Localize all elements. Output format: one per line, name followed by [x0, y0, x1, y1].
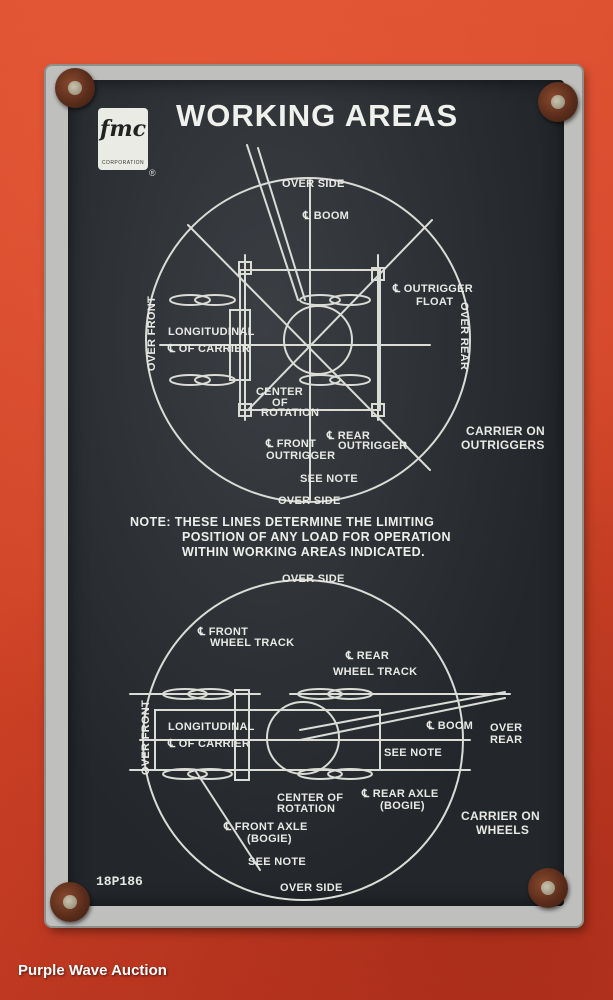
front-wheel-track-label-2: WHEEL TRACK: [210, 637, 295, 649]
top-see-note-label: SEE NOTE: [300, 473, 359, 485]
front-wheel-track-label-1: ℄ FRONT: [198, 626, 249, 638]
bottom-center-label-1: CENTER OF: [277, 792, 344, 804]
top-longitudinal-label: LONGITUDINAL: [168, 326, 255, 338]
bottom-boom-label: ℄ BOOM: [427, 720, 474, 732]
top-front-outrigger-label-2: OUTRIGGER: [266, 450, 336, 462]
top-boom-line-2: [257, 147, 306, 301]
bolt-bottom-left-icon: [50, 882, 90, 922]
top-tire-1: [169, 294, 211, 306]
plate-title: WORKING AREAS: [176, 98, 459, 133]
bottom-carrier-centerline-label: ℄ OF CARRIER: [168, 738, 251, 750]
top-tire-4: [194, 374, 236, 386]
bottom-see-note-label: SEE NOTE: [248, 856, 307, 868]
note-line-1: NOTE: THESE LINES DETERMINE THE LIMITING: [130, 515, 435, 529]
top-float-4: [371, 403, 385, 417]
top-cab: [229, 309, 251, 381]
top-float-3: [238, 403, 252, 417]
top-over-front-label: OVER FRONT: [146, 296, 158, 372]
top-center-label-2: OF: [272, 397, 288, 409]
note-text: NOTE: THESE LINES DETERMINE THE LIMITING…: [130, 515, 510, 560]
top-center-label-1: CENTER: [256, 386, 304, 398]
bottom-over-rear-label-1: OVER: [490, 722, 523, 734]
fmc-logo-text: fmc: [99, 116, 147, 142]
top-carrier-frame: [239, 269, 381, 411]
top-over-side-label: OVER SIDE: [282, 178, 345, 190]
top-working-circle: [145, 177, 471, 503]
top-float-2: [371, 267, 385, 281]
fmc-logo-subtitle: CORPORATION: [101, 160, 145, 166]
bottom-over-side-label: OVER SIDE: [282, 573, 345, 585]
top-tire-7: [299, 374, 341, 386]
bottom-tire-7: [297, 768, 343, 780]
top-front-outrigger-label-1: ℄ FRONT: [266, 438, 317, 450]
front-axle-label-1: ℄ FRONT AXLE: [224, 821, 308, 833]
bottom-boom-line-2: [299, 697, 506, 741]
bolt-top-left-icon: [55, 68, 95, 108]
carrier-wheels-label-2: WHEELS: [476, 823, 530, 837]
bolt-bottom-right-icon: [528, 868, 568, 908]
bottom-tire-6: [327, 688, 373, 700]
top-boom-line-1: [246, 144, 299, 301]
bottom-rotation-circle: [266, 701, 340, 775]
front-axle-label-2: (BOGIE): [247, 833, 292, 845]
bottom-tire-5: [297, 688, 343, 700]
carrier-outriggers-label-2: OUTRIGGERS: [461, 438, 545, 452]
rear-axle-label-2: (BOGIE): [380, 800, 425, 812]
bottom-tire-8: [327, 768, 373, 780]
bolt-top-right-icon: [538, 82, 578, 122]
top-tire-6: [329, 294, 371, 306]
plate-face: [68, 80, 564, 906]
bottom-tire-4: [187, 768, 233, 780]
top-rear-outrigger-label-1: ℄ REAR: [327, 430, 371, 442]
carrier-outriggers-label-1: CARRIER ON: [466, 424, 546, 438]
rear-wheel-track-label-2: WHEEL TRACK: [333, 666, 418, 678]
top-tire-8: [329, 374, 371, 386]
data-plate: [46, 66, 582, 926]
note-line-2: POSITION OF ANY LOAD FOR OPERATION: [182, 530, 451, 544]
top-carrier-centerline-label: ℄ OF CARRIER: [168, 343, 251, 355]
fmc-logo: [98, 108, 148, 170]
bottom-over-side-bottom-label: OVER SIDE: [280, 882, 343, 894]
rear-wheel-track-label-1: ℄ REAR: [346, 650, 390, 662]
bottom-longitudinal-label: LONGITUDINAL: [168, 721, 255, 733]
top-float-1: [238, 261, 252, 275]
bottom-diag-bottom: [194, 769, 261, 871]
note-line-3: WITHIN WORKING AREAS INDICATED.: [182, 545, 425, 559]
top-tire-3: [169, 374, 211, 386]
rear-axle-label-1: ℄ REAR AXLE: [362, 788, 439, 800]
top-rotation-circle: [283, 305, 353, 375]
bottom-tire-2: [187, 688, 233, 700]
part-code: 18P186: [96, 874, 143, 889]
registered-mark: ®: [149, 168, 156, 178]
top-outrigger-float-label-2: FLOAT: [416, 296, 454, 308]
bottom-tire-1: [162, 688, 208, 700]
top-tire-5: [299, 294, 341, 306]
top-over-side-bottom-label: OVER SIDE: [278, 495, 341, 507]
bottom-over-front-label: OVER FRONT: [140, 700, 152, 776]
bottom-see-note-right-label: SEE NOTE: [384, 747, 443, 759]
watermark-text: Purple Wave Auction: [18, 962, 167, 979]
top-tire-2: [194, 294, 236, 306]
bottom-boom-line-1: [299, 691, 506, 731]
top-over-rear-label: OVER REAR: [458, 302, 470, 371]
bottom-cab: [234, 689, 250, 781]
bottom-over-rear-label-2: REAR: [490, 734, 523, 746]
carrier-wheels-label-1: CARRIER ON: [461, 809, 541, 823]
top-outrigger-float-label-1: ℄ OUTRIGGER: [393, 283, 474, 295]
top-rear-outrigger-label-2: OUTRIGGER: [338, 440, 408, 452]
bottom-carrier-frame: [154, 709, 381, 771]
top-center-label-3: ROTATION: [261, 407, 320, 419]
bottom-tire-3: [162, 768, 208, 780]
bottom-center-label-2: ROTATION: [277, 803, 336, 815]
top-boom-label: ℄ BOOM: [303, 210, 350, 222]
